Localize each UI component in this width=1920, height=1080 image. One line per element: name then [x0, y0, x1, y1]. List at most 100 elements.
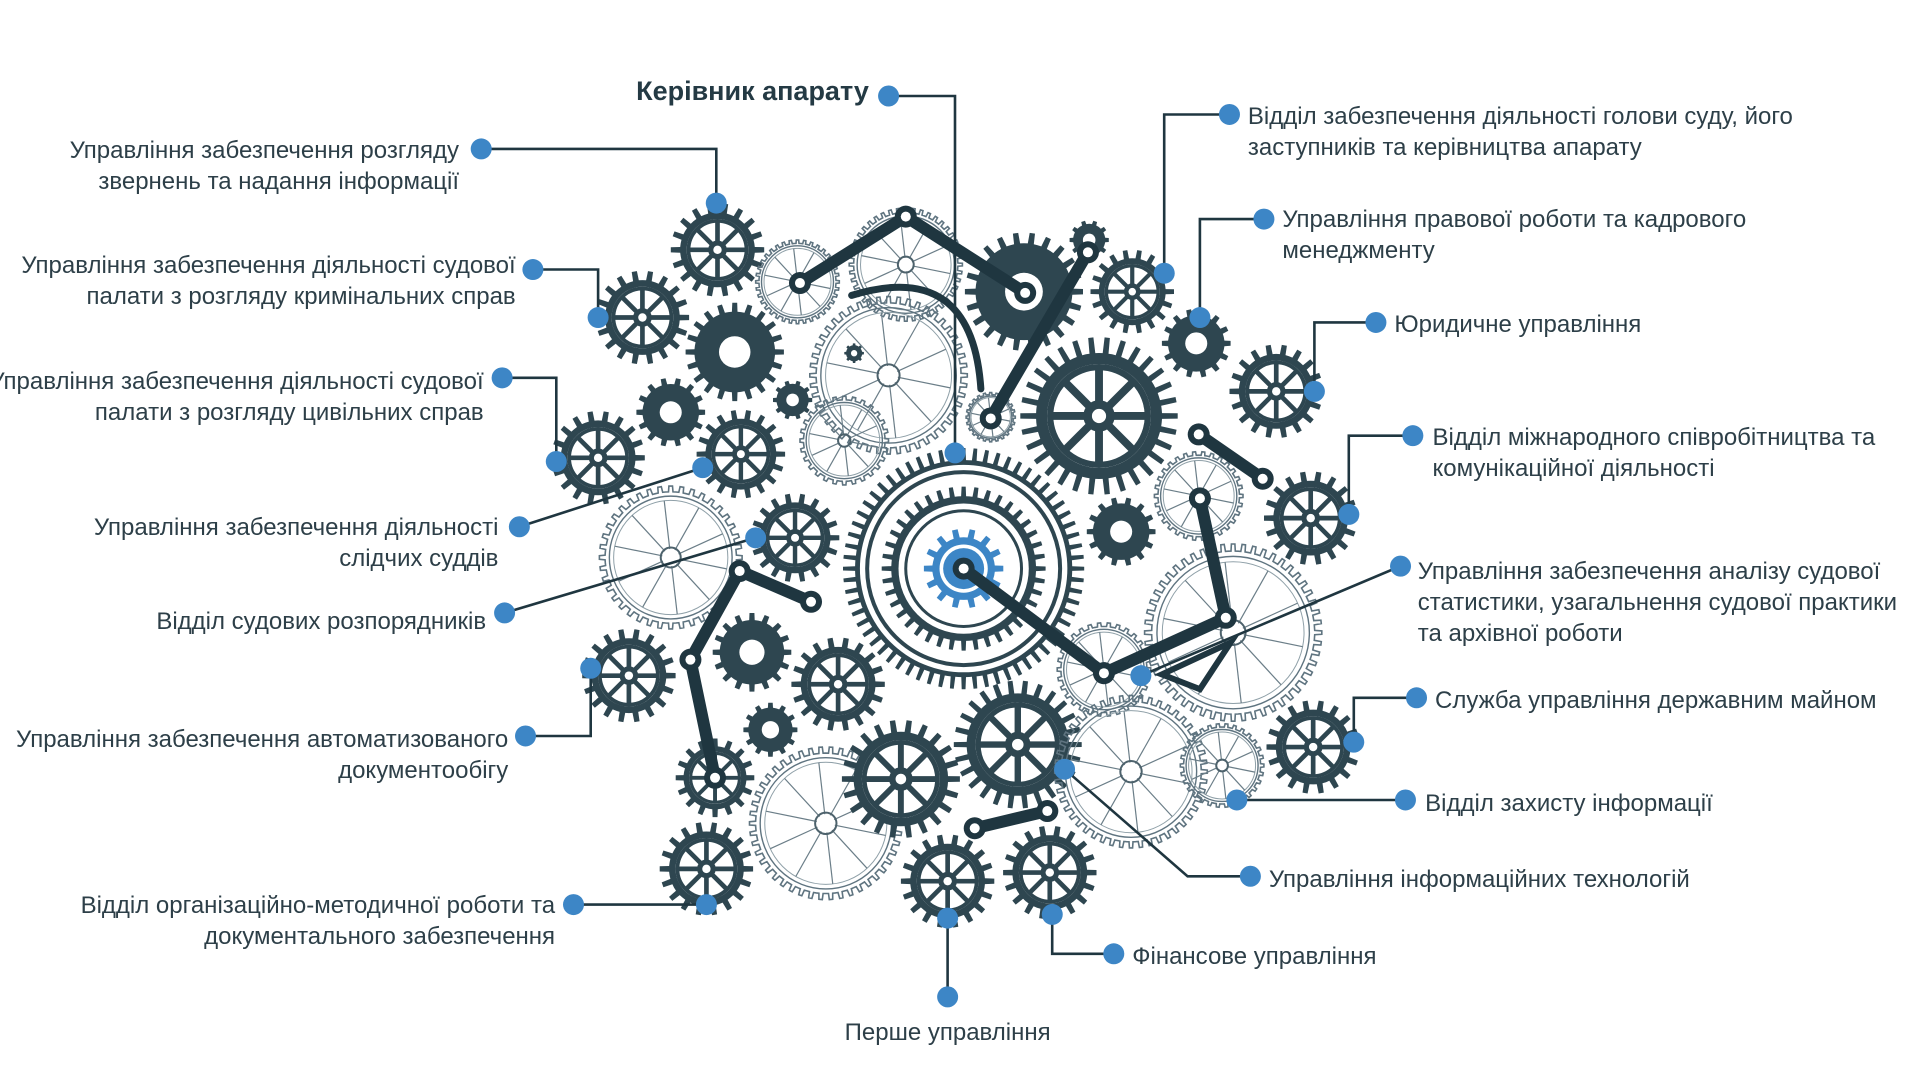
gear-icon: [1090, 250, 1174, 334]
gear-icon: [1266, 700, 1360, 794]
gear-icon: [743, 702, 798, 757]
unit-label-line: Управління забезпечення автоматизованого: [16, 725, 509, 753]
lever-link: [788, 205, 1037, 304]
connector-dot: [1130, 665, 1152, 687]
gear-icon: [582, 629, 676, 723]
leader-line: [481, 147, 718, 204]
unit-label-u2: Управління забезпечення діяльності судов…: [21, 250, 515, 312]
unit-label-u7: Відділ організаційно-методичної роботи т…: [81, 890, 555, 952]
lever-link: [952, 487, 1237, 685]
connector-dot: [1153, 262, 1175, 284]
leader-line: [504, 536, 756, 615]
unit-label-u9: Фінансове управління: [1132, 941, 1376, 972]
leader-line: [1352, 696, 1417, 743]
connector-dot: [470, 138, 492, 160]
unit-label-line: Відділ міжнародного співробітництва та: [1432, 424, 1876, 452]
connector-dot: [878, 85, 900, 107]
gear-icon: [685, 302, 784, 402]
connector-dot: [1390, 555, 1412, 577]
unit-label-line: Юридичне управління: [1394, 310, 1642, 338]
gear-icon: [900, 834, 995, 928]
connector-dot: [494, 602, 516, 624]
connector-dot: [580, 657, 602, 679]
leader-line: [525, 668, 592, 738]
connector-dot: [1041, 903, 1063, 925]
unit-label-line: комунікаційної діяльності: [1432, 455, 1715, 483]
gear-icon: [1229, 344, 1323, 438]
connector-dot: [587, 307, 609, 329]
connector-dot: [563, 894, 585, 916]
leader-line: [1063, 768, 1251, 878]
connector-dot: [745, 527, 767, 549]
connector-dot: [1394, 789, 1416, 811]
unit-label-line: Управління правової роботи та кадрового: [1282, 206, 1747, 234]
unit-label-line: Управління забезпечення діяльності: [93, 513, 499, 541]
connector-dot: [1103, 943, 1125, 965]
connector-dot: [1365, 311, 1387, 333]
gear-icon: [773, 380, 813, 420]
gear-icon: [670, 203, 765, 297]
connector-dot: [1239, 865, 1261, 887]
gear-icon: [636, 378, 706, 447]
unit-label-line: палати з розгляду цивільних справ: [94, 398, 484, 426]
connector-dot: [522, 259, 544, 281]
connector-dot: [1218, 103, 1240, 125]
unit-label-u14: Відділ міжнародного співробітництва та ко…: [1433, 422, 1876, 484]
connector-dot: [937, 986, 959, 1008]
lever-link: [979, 241, 1099, 430]
unit-label-line: Відділ організаційно-методичної роботи т…: [80, 891, 556, 919]
unit-label-line: Служба управління державним майном: [1434, 687, 1877, 715]
unit-label-line: Перше управління: [844, 1018, 1051, 1046]
connector-dots-layer: [470, 85, 1428, 1008]
gear-icon: [1086, 497, 1156, 566]
connector-dot: [1189, 307, 1211, 329]
connector-dot: [1226, 789, 1248, 811]
lever-arc: [848, 283, 985, 393]
leader-line: [532, 268, 600, 318]
unit-label-u8: Перше управління: [748, 1017, 1148, 1048]
leader-line: [1198, 217, 1264, 318]
unit-label-line: заступників та керівництва апарату: [1247, 133, 1642, 161]
unit-label-u16: Управління правової роботи та кадрового м…: [1282, 204, 1746, 266]
connector-dot: [545, 451, 567, 473]
connector-dot: [1054, 758, 1076, 780]
gear-icon: [841, 720, 960, 838]
connector-dot: [1402, 425, 1424, 447]
gear-icon: [595, 271, 690, 364]
gear-icon: [551, 411, 645, 505]
gear-icon: [1161, 309, 1231, 378]
gear-icon: [1020, 337, 1178, 495]
gear-icon: [953, 680, 1082, 809]
unit-label-u3: Управління забезпечення діяльності судов…: [0, 366, 484, 428]
connector-dot: [1338, 503, 1360, 525]
connector-dot: [695, 894, 717, 916]
lever-links-layer: [679, 205, 1274, 840]
gear-icon: [712, 613, 792, 692]
leader-line: [1140, 564, 1402, 677]
gear-icon: [1264, 471, 1358, 565]
connector-dot: [515, 725, 537, 747]
leader-line: [1162, 113, 1230, 274]
unit-label-line: менеджменту: [1282, 237, 1435, 265]
connector-dot: [944, 442, 966, 464]
leader-line: [1313, 321, 1376, 392]
unit-label-line: звернень та надання інформації: [98, 168, 460, 196]
leader-line: [502, 376, 558, 462]
leader-line: [519, 466, 704, 528]
unit-label-line: Управління інформаційних технологій: [1268, 865, 1690, 893]
gear-icon: [598, 485, 743, 630]
gear-icon: [659, 822, 754, 916]
unit-label-line: та архівної роботи: [1417, 620, 1623, 648]
connector-dot: [508, 516, 530, 538]
gear-icon: [1143, 543, 1323, 722]
connector-dot: [1343, 731, 1365, 753]
unit-label-line: Відділ судових розпорядників: [156, 607, 487, 635]
unit-label-u6: Управління забезпечення автоматизованого…: [16, 724, 508, 786]
gear-icon: [809, 295, 969, 455]
leader-line: [1050, 914, 1114, 956]
gear-icon: [1179, 722, 1265, 809]
